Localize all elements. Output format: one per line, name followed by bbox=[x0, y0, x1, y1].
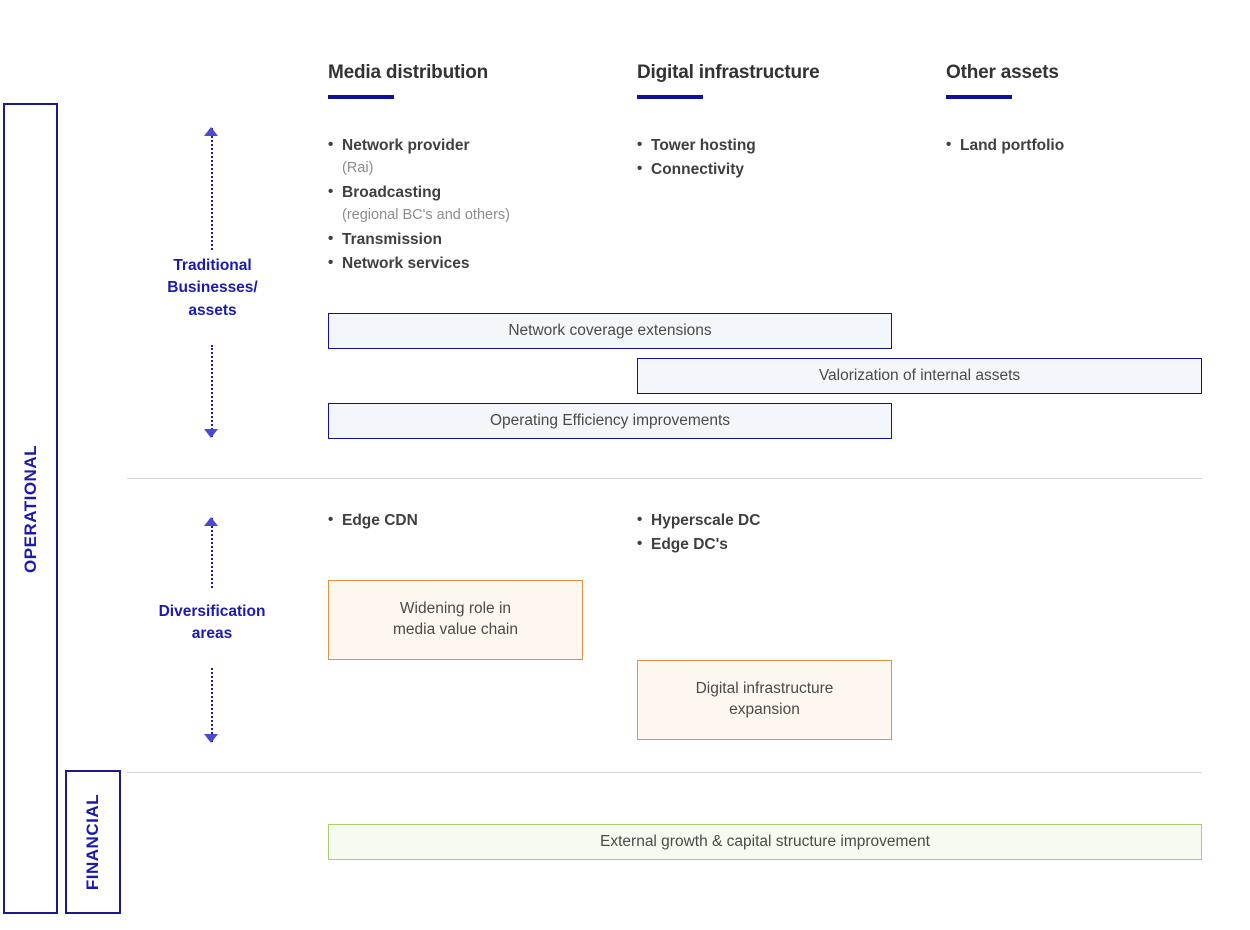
list-item-label: Transmission bbox=[342, 231, 442, 248]
column-title: Media distribution bbox=[328, 62, 489, 83]
list-item-label: Hyperscale DC bbox=[651, 512, 761, 529]
arrow-head-up bbox=[204, 517, 218, 526]
banner-digital-infrastructure-expansion[interactable]: Digital infrastructure expansion bbox=[637, 660, 892, 740]
spine-financial-label: FINANCIAL bbox=[83, 793, 102, 891]
bullet-icon: • bbox=[637, 511, 643, 528]
list-item: • Hyperscale DC bbox=[637, 509, 917, 532]
banner-network-coverage-extensions[interactable]: Network coverage extensions bbox=[328, 313, 892, 349]
arrow-head-down bbox=[204, 429, 218, 438]
traditional-arrow-up bbox=[200, 127, 224, 250]
list-item: • Tower hosting bbox=[637, 134, 927, 157]
list-item-label: Network services bbox=[342, 255, 470, 273]
bullet-icon: • bbox=[328, 230, 334, 247]
row-label-line2: Businesses/ bbox=[167, 279, 258, 297]
section-divider-financial bbox=[127, 772, 1202, 773]
banner-label-line2: media value chain bbox=[393, 621, 518, 638]
traditional-arrow-down bbox=[200, 345, 224, 438]
list-item-sublabel: (Rai) bbox=[342, 160, 374, 177]
arrow-line bbox=[211, 345, 213, 437]
list-item-sublabel: (regional BC's and others) bbox=[342, 207, 510, 224]
diversification-arrow-down bbox=[200, 668, 224, 743]
list-item-label: Tower hosting bbox=[651, 137, 756, 154]
bullet-list-traditional-digital: • Tower hosting • Connectivity bbox=[637, 134, 927, 183]
banner-widening-role-media-value-chain[interactable]: Widening role in media value chain bbox=[328, 580, 583, 660]
bullet-list-diversification-media: • Edge CDN bbox=[328, 509, 608, 533]
banner-operating-efficiency-improvements[interactable]: Operating Efficiency improvements bbox=[328, 403, 892, 439]
column-header-media-distribution: Media distribution bbox=[328, 62, 488, 99]
row-label-line3: assets bbox=[188, 301, 237, 319]
bullet-icon: • bbox=[328, 511, 334, 528]
section-divider-operational bbox=[127, 478, 1202, 479]
list-item: • Network provider bbox=[328, 134, 618, 157]
bullet-list-diversification-digital: • Hyperscale DC • Edge DC's bbox=[637, 509, 917, 558]
bullet-icon: • bbox=[328, 136, 334, 153]
arrow-line bbox=[211, 518, 213, 588]
arrow-head-down bbox=[204, 734, 218, 743]
column-title: Digital infrastructure bbox=[637, 62, 820, 83]
bullet-list-traditional-other: • Land portfolio bbox=[946, 134, 1226, 158]
bullet-list-traditional-media: • Network provider (Rai) • Broadcasting … bbox=[328, 134, 618, 277]
banner-label: Valorization of internal assets bbox=[818, 366, 1021, 384]
bullet-icon: • bbox=[637, 160, 643, 178]
column-header-other-assets: Other assets bbox=[946, 62, 1059, 99]
column-underline bbox=[328, 95, 394, 99]
banner-label-line2: expansion bbox=[729, 701, 800, 718]
banner-label-line1: Digital infrastructure bbox=[695, 680, 834, 698]
list-item: • Network services bbox=[328, 252, 618, 275]
list-item: • Connectivity bbox=[637, 158, 927, 181]
list-item-label: Edge CDN bbox=[342, 512, 418, 529]
list-item: • Edge DC's bbox=[637, 533, 917, 556]
column-header-digital-infrastructure: Digital infrastructure bbox=[637, 62, 820, 99]
spine-financial: FINANCIAL bbox=[65, 770, 121, 914]
list-item-label: Network provider bbox=[342, 137, 470, 154]
arrow-line bbox=[211, 128, 213, 250]
banner-label: External growth & capital structure impr… bbox=[600, 832, 930, 850]
list-item: • Broadcasting bbox=[328, 181, 618, 204]
diversification-arrow-up bbox=[200, 517, 224, 588]
list-item: • Land portfolio bbox=[946, 134, 1226, 157]
row-label-line1: Traditional bbox=[173, 257, 252, 274]
bullet-icon: • bbox=[946, 136, 952, 153]
row-label-line1: Diversification bbox=[158, 603, 266, 620]
row-label-diversification: Diversification areas bbox=[136, 601, 288, 646]
list-item: • Edge CDN bbox=[328, 509, 608, 532]
list-item-label: Land portfolio bbox=[960, 137, 1065, 154]
row-label-line2: areas bbox=[191, 625, 233, 643]
spine-operational-label: OPERATIONAL bbox=[20, 444, 40, 573]
banner-label-line1: Widening role in bbox=[399, 600, 512, 618]
column-title: Other assets bbox=[946, 62, 1059, 83]
list-item-label: Broadcasting bbox=[342, 184, 442, 201]
list-item-label: Edge DC's bbox=[651, 536, 728, 554]
list-item: • Transmission bbox=[328, 228, 618, 251]
banner-label: Network coverage extensions bbox=[508, 321, 712, 339]
arrow-line bbox=[211, 668, 213, 742]
banner-external-growth-capital-structure[interactable]: External growth & capital structure impr… bbox=[328, 824, 1202, 860]
column-underline bbox=[637, 95, 703, 99]
spine-operational: OPERATIONAL bbox=[3, 103, 58, 914]
arrow-head-up bbox=[204, 127, 218, 136]
row-label-traditional: Traditional Businesses/ assets bbox=[140, 255, 285, 322]
banner-label: Operating Efficiency improvements bbox=[489, 411, 731, 429]
bullet-icon: • bbox=[328, 254, 334, 272]
bullet-icon: • bbox=[637, 535, 643, 553]
bullet-icon: • bbox=[328, 183, 334, 200]
column-underline bbox=[946, 95, 1012, 99]
list-item-label: Connectivity bbox=[651, 161, 745, 179]
bullet-icon: • bbox=[637, 136, 643, 153]
banner-valorization-internal-assets[interactable]: Valorization of internal assets bbox=[637, 358, 1202, 394]
